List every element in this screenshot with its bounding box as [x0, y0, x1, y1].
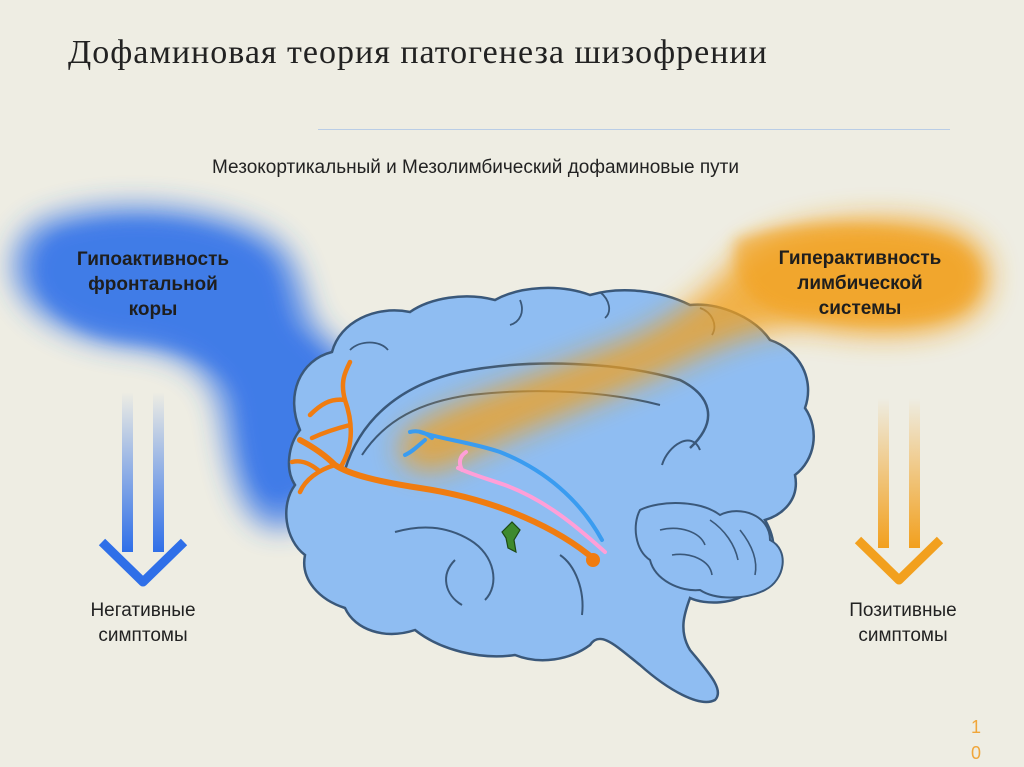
brain-illustration	[285, 286, 815, 704]
mesolimbic-pathway-blue	[403, 429, 604, 542]
slide-title: Дофаминовая теория патогенеза шизофрении	[68, 34, 768, 71]
down-arrow-right-icon	[854, 398, 944, 585]
down-arrow-left-icon	[98, 392, 188, 587]
hyperactivity-label: Гиперактивность лимбической системы	[778, 248, 942, 319]
negative-symptoms-label: Негативные симптомы	[90, 600, 196, 646]
frontal-cortex-glow	[13, 206, 375, 529]
positive-symptoms-label: Позитивные симптомы	[849, 600, 957, 646]
hypoactivity-label: Гипоактивность фронтальной коры	[76, 249, 230, 320]
mesolimbic-pathway-pink	[456, 450, 607, 554]
mesocortical-pathway	[289, 359, 600, 567]
slide-number: 1 0	[970, 717, 981, 763]
title-divider	[318, 129, 950, 130]
diagram-subtitle: Мезокортикальный и Мезолимбический дофам…	[212, 157, 739, 178]
limbic-system-glow	[398, 217, 991, 472]
